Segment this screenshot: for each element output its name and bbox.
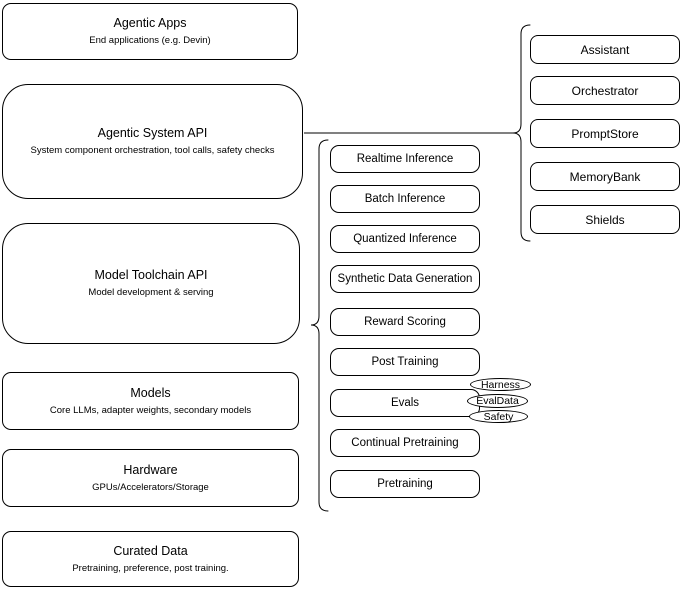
node-subtitle: End applications (e.g. Devin) [89, 35, 211, 46]
component-box-orchestrator: Orchestrator [530, 76, 680, 105]
node-curated-data: Curated Data Pretraining, preference, po… [2, 531, 299, 587]
pipeline-box-realtime-inference: Realtime Inference [330, 145, 480, 173]
component-box-assistant: Assistant [530, 35, 680, 64]
node-title: Model Toolchain API [94, 268, 208, 282]
node-subtitle: GPUs/Accelerators/Storage [92, 481, 209, 493]
eval-tag-safety: Safety [469, 410, 528, 423]
pipeline-box-batch-inference: Batch Inference [330, 185, 480, 213]
pipeline-box-synthetic-data-generation: Synthetic Data Generation [330, 265, 480, 293]
node-title: Agentic Apps [113, 16, 187, 30]
node-title: Curated Data [113, 543, 188, 558]
pipeline-box-evals: Evals [330, 389, 480, 417]
node-subtitle: Pretraining, preference, post training. [72, 562, 229, 574]
node-title: Hardware [123, 462, 178, 477]
node-subtitle: Model development & serving [88, 287, 214, 298]
node-subtitle: System component orchestration, tool cal… [30, 145, 275, 156]
node-agentic-system-api: Agentic System API System component orch… [2, 84, 303, 199]
component-box-shields: Shields [530, 205, 680, 234]
component-box-promptstore: PromptStore [530, 119, 680, 148]
node-subtitle: Core LLMs, adapter weights, secondary mo… [49, 404, 252, 416]
pipeline-box-pretraining: Pretraining [330, 470, 480, 498]
node-title: Agentic System API [97, 126, 208, 140]
components-brace [512, 24, 531, 242]
pipeline-box-quantized-inference: Quantized Inference [330, 225, 480, 253]
node-model-toolchain-api: Model Toolchain API Model development & … [2, 223, 300, 344]
pipeline-box-post-training: Post Training [330, 348, 480, 376]
eval-tag-evaldata: EvalData [467, 394, 528, 408]
toolchain-brace [310, 139, 329, 512]
node-models: Models Core LLMs, adapter weights, secon… [2, 372, 299, 430]
component-box-memorybank: MemoryBank [530, 162, 680, 191]
eval-tag-harness: Harness [470, 378, 531, 391]
node-title: Models [130, 385, 171, 400]
pipeline-box-reward-scoring: Reward Scoring [330, 308, 480, 336]
node-hardware: Hardware GPUs/Accelerators/Storage [2, 449, 299, 507]
pipeline-box-continual-pretraining: Continual Pretraining [330, 429, 480, 457]
node-agentic-apps: Agentic Apps End applications (e.g. Devi… [2, 3, 298, 60]
